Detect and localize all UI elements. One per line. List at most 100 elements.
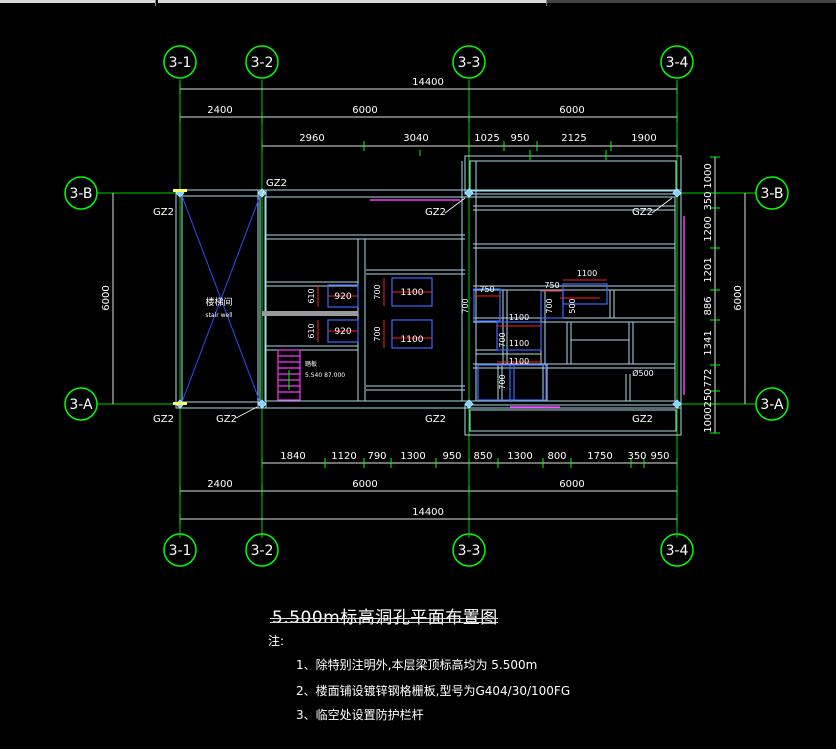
opening-dim: 700 [545, 298, 554, 313]
notes-label: 注: [268, 634, 285, 648]
dim-detail: 950 [510, 133, 529, 144]
toolbar-segment-middle [158, 0, 546, 3]
dim-detail: 350 [627, 451, 646, 462]
column-tag: GZ2 [632, 414, 653, 425]
grid-bubble-bottom [163, 533, 197, 567]
column-tag: GZ2 [153, 414, 174, 425]
opening [477, 364, 515, 401]
column-marker [672, 188, 682, 198]
dim-total: 14400 [412, 77, 444, 88]
column-marker [464, 399, 474, 409]
opening-dim: Ø500 [632, 368, 654, 378]
opening-dim: 700 [373, 284, 382, 299]
column-tag: GZ2 [632, 207, 653, 218]
grid-bubble-labels: 3-1 3-2 3-3 3-4 3-1 3-2 3-3 3-4 3-B 3-A … [69, 55, 784, 559]
dimension-ticks-bottom [179, 458, 678, 524]
opening-dim: 920 [334, 292, 351, 302]
note-item: 3、临空处设置防护栏杆 [296, 708, 424, 722]
dim-side: 6000 [101, 285, 112, 310]
dim-detail: 1000 [703, 407, 714, 432]
opening-dim: 700 [498, 374, 507, 389]
opening-dim: 1100 [509, 339, 529, 348]
grid-bubble-bottom [245, 533, 279, 567]
opening [391, 319, 433, 349]
grid-label: 3-4 [666, 55, 689, 71]
toolbar-segment-right [547, 0, 836, 3]
grid-label: 3-1 [169, 543, 192, 559]
dimension-lines-side [112, 157, 746, 433]
grid-label: 3-1 [169, 55, 192, 71]
column-tag: GZ2 [153, 207, 174, 218]
dim-detail: 950 [442, 451, 461, 462]
window-top-bar [0, 0, 836, 8]
stair-sublabel: 5.540 87.000 [305, 372, 345, 379]
column-marker [672, 399, 682, 409]
opening [473, 288, 501, 322]
opening-dim: 500 [568, 298, 577, 313]
columns [175, 188, 682, 409]
dim-detail: 1750 [587, 451, 612, 462]
dim-detail: 2960 [299, 133, 324, 144]
dimension-text-top: 14400 2400 6000 6000 2960 3040 1025 950 … [207, 77, 656, 144]
dim-detail: 2125 [561, 133, 586, 144]
dim-detail: 1000 [703, 163, 714, 188]
grid-bubble-top [452, 45, 486, 79]
opening-dim: 1100 [509, 313, 529, 322]
dimension-ticks-top [179, 84, 678, 151]
grid-bubble-top [660, 45, 694, 79]
opening-dim: 1100 [401, 288, 424, 298]
column-leaders [235, 189, 673, 419]
column-tag: GZ2 [425, 207, 446, 218]
opening-dim-lines [317, 278, 607, 363]
opening-dim: 700 [461, 298, 470, 313]
opening-dim: 750 [544, 281, 559, 290]
dim-detail: 1900 [631, 133, 656, 144]
dim-detail: 1201 [703, 257, 714, 282]
grid-label: 3-3 [458, 55, 481, 71]
opening-dim: 750 [479, 285, 494, 294]
beam-band [262, 311, 358, 316]
grid-label: 3-A [760, 397, 784, 413]
opening-dim: 700 [373, 326, 382, 341]
drawing-title: 5.500m标高洞孔平面布置图 [272, 608, 498, 628]
dim-total: 14400 [412, 507, 444, 518]
opening-dim: 1100 [577, 269, 597, 278]
grid-label: 3-A [69, 397, 93, 413]
toolbar-divider [546, 0, 547, 6]
title-underline [270, 618, 498, 619]
dim-bay: 6000 [559, 105, 584, 116]
column-tag: GZ2 [266, 178, 287, 189]
opening-dim: 1100 [401, 335, 424, 345]
grid-label: 3-4 [666, 543, 689, 559]
column-caps [173, 189, 187, 405]
dim-detail: 1200 [703, 216, 714, 241]
note-item: 2、楼面铺设镀锌钢格栅板,型号为G404/30/100FG [296, 684, 571, 698]
dim-bay: 6000 [352, 479, 377, 490]
dim-detail: 1840 [280, 451, 305, 462]
stair-well-label: 楼梯间 [205, 296, 232, 308]
grid-bubble-left [64, 176, 98, 210]
column-tag: GZ2 [216, 414, 237, 425]
opening-dim: 1100 [509, 357, 529, 366]
dim-bay: 2400 [207, 105, 232, 116]
grid-bubble-bottom [660, 533, 694, 567]
column-marker [257, 399, 267, 409]
dim-detail: 3040 [403, 133, 428, 144]
guard-rails [370, 199, 685, 408]
opening-dim: 700 [498, 332, 507, 347]
grid-label: 3-B [69, 186, 92, 202]
opening-dim: 610 [307, 323, 316, 338]
grid-lines [97, 80, 756, 538]
grid-bubble-right [755, 387, 789, 421]
grid-bubbles [64, 45, 789, 567]
dim-detail: 950 [650, 451, 669, 462]
grid-bubble-bottom [452, 533, 486, 567]
toolbar-divider [155, 0, 156, 6]
grid-label: 3-2 [251, 543, 274, 559]
dim-bay: 6000 [352, 105, 377, 116]
dim-bay: 6000 [559, 479, 584, 490]
openings [327, 277, 608, 401]
dim-detail: 772 [703, 368, 714, 387]
beam-outlines [175, 155, 682, 436]
